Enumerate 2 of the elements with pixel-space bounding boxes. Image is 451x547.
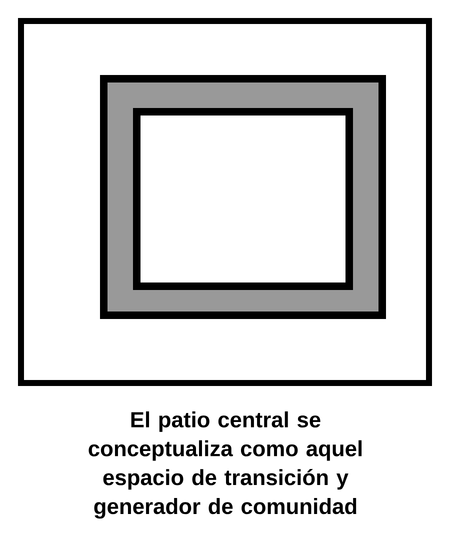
central-patio <box>133 108 353 290</box>
caption: El patio central se conceptualiza como aquel espacio de transición y generador de comunidad <box>88 411 362 519</box>
